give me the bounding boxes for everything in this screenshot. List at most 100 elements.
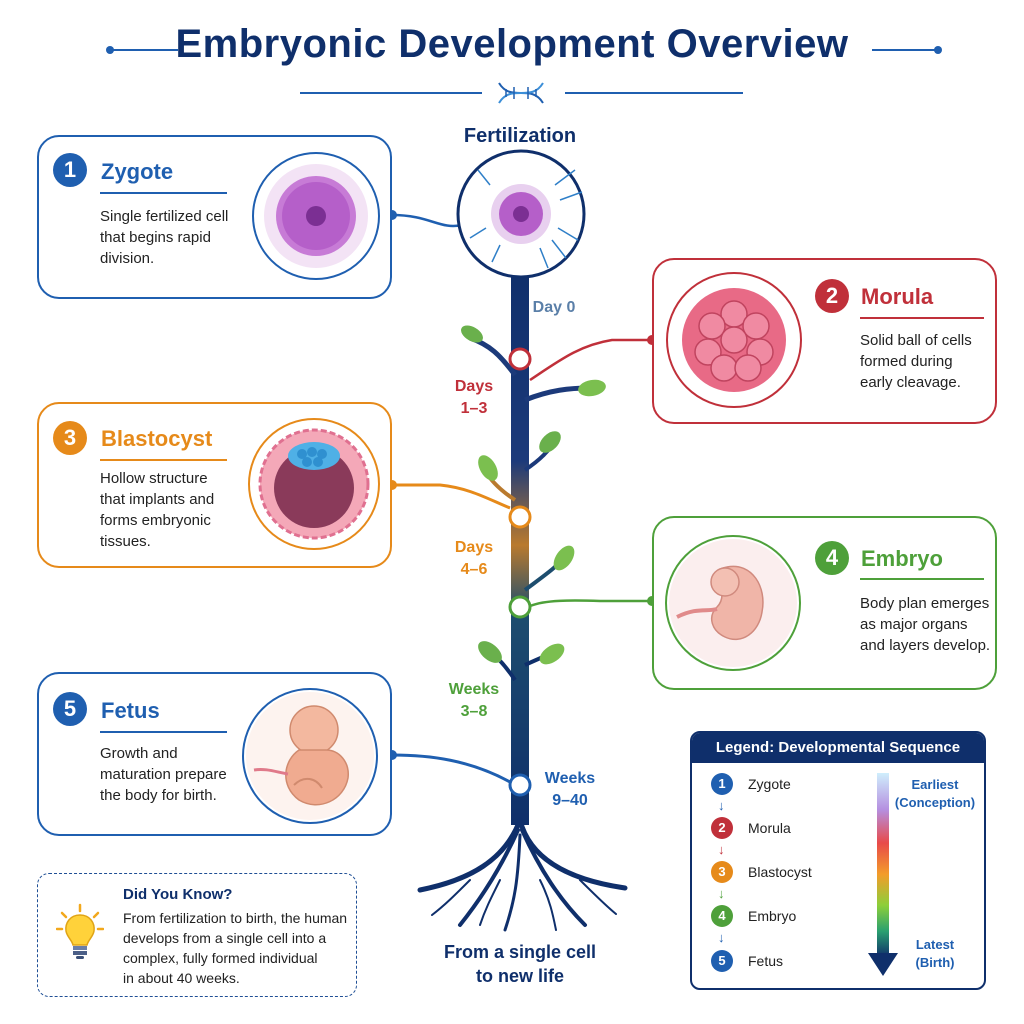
timeline-label-weeks-3-8: Weeks 3–8 [440, 679, 508, 723]
did-you-know-line: develops from a single cell into a [123, 930, 327, 946]
timeline-label-days-4-6-line2: 4–6 [460, 561, 488, 578]
legend-arrow-3: ↓ [718, 886, 725, 901]
legend-title: Legend: Developmental Sequence [692, 733, 984, 763]
timeline-label-days-4-6-line1: Days [454, 539, 494, 556]
did-you-know-line: in about 40 weeks. [123, 970, 240, 986]
did-you-know-box [37, 873, 357, 997]
stage-desc-embryo-line: Body plan emerges [860, 595, 990, 612]
timeline-label-weeks-9-40-line2: 9–40 [552, 792, 588, 809]
title-left-rule [110, 49, 178, 51]
stage-desc-zygote: Single fertilized cell that begins rapid… [100, 206, 228, 269]
connector-morula [529, 338, 652, 382]
legend-badge-3: 3 [711, 861, 733, 883]
subtitle-right-rule [565, 92, 743, 94]
blastocyst-illustration [248, 418, 380, 550]
legend-badge-5: 5 [711, 950, 733, 972]
stage-desc-fetus-line: the body for birth. [100, 787, 217, 804]
title-right-dot [934, 46, 942, 54]
legend-badge-1: 1 [711, 773, 733, 795]
legend-sequence-arrow [868, 773, 898, 976]
stage-desc-embryo: Body plan emerges as major organs and la… [860, 593, 990, 656]
did-you-know-text: From fertilization to birth, the human d… [123, 908, 347, 988]
stage-badge-4: 4 [815, 541, 849, 575]
legend-arrow-2: ↓ [718, 842, 725, 857]
stage-desc-blastocyst-line: forms embryonic [100, 512, 211, 529]
timeline-label-weeks-9-40: Weeks 9–40 [534, 768, 606, 812]
stage-desc-blastocyst: Hollow structure that implants and forms… [100, 468, 214, 552]
stage-title-morula: Morula [861, 284, 934, 309]
stage-desc-morula-line: formed during [860, 353, 953, 370]
did-you-know-line: From fertilization to birth, the human [123, 910, 348, 926]
legend-earliest-line1: Earliest [911, 777, 959, 792]
stage-badge-1: 1 [53, 153, 87, 187]
timeline-label-days-1-3: Days 1–3 [444, 376, 504, 420]
timeline-label-weeks-9-40-line1: Weeks [544, 770, 596, 787]
stage-desc-zygote-line: division. [100, 250, 155, 267]
legend-badge-2: 2 [711, 817, 733, 839]
stage-desc-embryo-line: as major organs [860, 616, 968, 633]
legend-earliest-line2: (Conception) [894, 795, 976, 810]
stage-title-fetus: Fetus [101, 698, 160, 723]
stage-desc-blastocyst-line: that implants and [100, 491, 215, 508]
subtitle-left-rule [300, 92, 482, 94]
connector-zygote [391, 213, 463, 228]
stage-desc-blastocyst-line: tissues. [100, 533, 151, 550]
connector-embryo [529, 599, 652, 608]
legend-arrow-1: ↓ [718, 798, 725, 813]
timeline-label-day0-text: Day 0 [532, 299, 576, 316]
stage-rule-fetus [100, 731, 227, 733]
legend-item-embryo: Embryo [748, 908, 797, 924]
fetus-illustration [242, 688, 378, 824]
timeline-label-days-1-3-line2: 1–3 [460, 400, 488, 417]
stage-badge-5: 5 [53, 692, 87, 726]
legend-item-zygote: Zygote [748, 776, 791, 792]
lightbulb-icon [55, 903, 105, 963]
timeline-label-days-4-6: Days 4–6 [444, 537, 504, 581]
legend-panel: Legend: Developmental Sequence [690, 731, 986, 990]
timeline-label-weeks-3-8-line2: 3–8 [460, 703, 488, 720]
legend-earliest-label: Earliest (Conception) [890, 776, 980, 812]
legend-latest-label: Latest (Birth) [890, 936, 980, 972]
page-title: Embryonic Development Overview [175, 22, 849, 66]
stage-rule-embryo [860, 578, 984, 580]
stage-rule-blastocyst [100, 459, 227, 461]
stage-badge-3: 3 [53, 421, 87, 455]
did-you-know-line: complex, fully formed individual [123, 950, 318, 966]
stage-rule-morula [860, 317, 984, 319]
stage-desc-zygote-line: Single fertilized cell [100, 208, 229, 225]
tagline-line1: From a single cell [443, 942, 597, 962]
stage-desc-morula: Solid ball of cells formed during early … [860, 330, 972, 393]
legend-latest-line1: Latest [915, 937, 955, 952]
tagline-line2: to new life [475, 966, 564, 986]
embryo-illustration [665, 535, 801, 671]
legend-latest-line2: (Birth) [915, 955, 955, 970]
legend-item-blastocyst: Blastocyst [748, 864, 812, 880]
stage-desc-morula-line: Solid ball of cells [860, 332, 972, 349]
stage-title-zygote: Zygote [101, 159, 174, 184]
title-right-rule [872, 49, 936, 51]
connector-fetus [391, 753, 511, 784]
zygote-illustration [252, 152, 380, 280]
legend-item-fetus: Fetus [748, 953, 784, 969]
stage-desc-zygote-line: that begins rapid [100, 229, 211, 246]
stage-title-blastocyst: Blastocyst [101, 426, 213, 451]
stage-rule-zygote [100, 192, 227, 194]
stage-desc-morula-line: early cleavage. [860, 374, 961, 391]
morula-illustration [666, 272, 802, 408]
stage-desc-embryo-line: and layers develop. [860, 637, 991, 654]
fertilization-label: Fertilization [463, 125, 577, 147]
timeline-label-days-1-3-line1: Days [454, 378, 494, 395]
legend-arrow-4: ↓ [718, 930, 725, 945]
stage-title-embryo: Embryo [861, 546, 943, 571]
timeline-label-weeks-3-8-line1: Weeks [448, 681, 500, 698]
stage-badge-2: 2 [815, 279, 849, 313]
stage-desc-fetus: Growth and maturation prepare the body f… [100, 743, 227, 806]
stage-desc-fetus-line: Growth and [100, 745, 178, 762]
stage-desc-blastocyst-line: Hollow structure [100, 470, 208, 487]
connector-blastocyst [392, 483, 511, 510]
did-you-know-heading: Did You Know? [123, 886, 233, 903]
timeline-label-day0: Day 0 [524, 297, 584, 319]
dna-icon [496, 80, 546, 106]
legend-badge-4: 4 [711, 905, 733, 927]
